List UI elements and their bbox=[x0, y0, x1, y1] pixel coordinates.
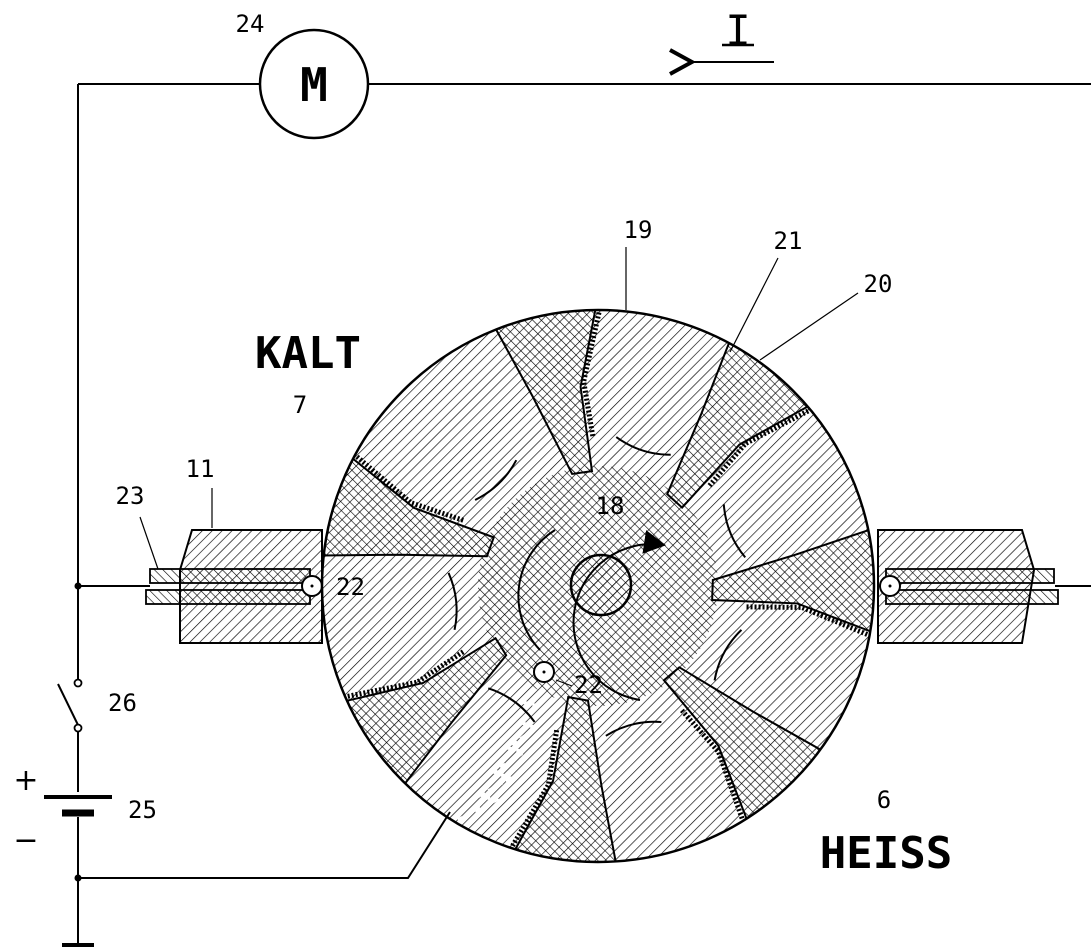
circuit bbox=[44, 83, 1091, 947]
inner-contact-ball-center bbox=[542, 670, 546, 674]
battery-plus: + bbox=[13, 763, 38, 798]
leader-20 bbox=[759, 292, 859, 361]
left-housing-block bbox=[179, 529, 323, 644]
left-housing bbox=[145, 529, 323, 644]
switch-blade bbox=[57, 683, 79, 726]
cold-zone-label: KALT bbox=[255, 328, 361, 379]
ref-19: 19 bbox=[624, 216, 653, 244]
rotor bbox=[320, 308, 876, 864]
ref-22-left: 22 bbox=[336, 573, 365, 601]
right-contact-strip-lower bbox=[885, 589, 1059, 605]
battery-minus: − bbox=[13, 823, 38, 858]
switch-contact-bottom bbox=[73, 723, 83, 733]
bottom-lead-wire bbox=[78, 811, 451, 879]
current-indicator: I bbox=[690, 6, 774, 62]
right-housing-block bbox=[877, 529, 1036, 644]
motor-ref: 24 bbox=[236, 10, 265, 38]
heat-path-zigzag bbox=[457, 686, 542, 822]
right-contact-strip-upper bbox=[885, 568, 1055, 584]
hot-zone-ref: 6 bbox=[877, 786, 891, 814]
left-contact-strip-lower bbox=[145, 589, 311, 605]
rotor-segment-notch bbox=[615, 436, 671, 456]
left-contact-ball-center bbox=[310, 584, 314, 588]
ref-26: 26 bbox=[108, 689, 137, 717]
switch-contact-top bbox=[73, 678, 83, 688]
hot-zone-label: HEISS bbox=[820, 828, 952, 879]
leader-lines bbox=[139, 247, 859, 687]
rotor-segment-notch bbox=[722, 504, 747, 559]
ref-18: 18 bbox=[596, 492, 625, 520]
motor-symbol: M bbox=[300, 58, 328, 112]
ref-22-inner: 22 bbox=[574, 671, 603, 699]
labels: KALT 7 HEISS 6 19 21 20 18 11 23 22 22 2… bbox=[13, 216, 952, 879]
rotor-segment-notch bbox=[474, 459, 518, 501]
ref-25: 25 bbox=[128, 796, 157, 824]
rotor-segment-notch bbox=[605, 720, 662, 737]
current-label: I bbox=[725, 6, 750, 55]
ref-23: 23 bbox=[116, 482, 145, 510]
rotor-shaft bbox=[569, 553, 633, 617]
left-contact-strip-upper bbox=[149, 568, 311, 584]
leader-21 bbox=[729, 257, 779, 353]
leader-23 bbox=[139, 516, 159, 570]
leader-22b bbox=[555, 679, 573, 687]
rotation-arc bbox=[517, 529, 556, 651]
motor-circle bbox=[258, 28, 370, 140]
rotation-arrow bbox=[572, 530, 666, 701]
right-contact-ball-center bbox=[888, 584, 892, 588]
ref-21: 21 bbox=[774, 227, 803, 255]
rotor-segment-notch bbox=[713, 629, 743, 681]
cold-zone-ref: 7 bbox=[293, 391, 307, 419]
ref-11: 11 bbox=[186, 455, 215, 483]
right-housing bbox=[877, 529, 1059, 644]
rotor-outline bbox=[320, 308, 876, 864]
rotor-segment-notch bbox=[447, 572, 458, 631]
ref-20: 20 bbox=[864, 270, 893, 298]
motor: M 24 bbox=[236, 10, 370, 140]
rotor-segment-notch bbox=[487, 687, 536, 723]
